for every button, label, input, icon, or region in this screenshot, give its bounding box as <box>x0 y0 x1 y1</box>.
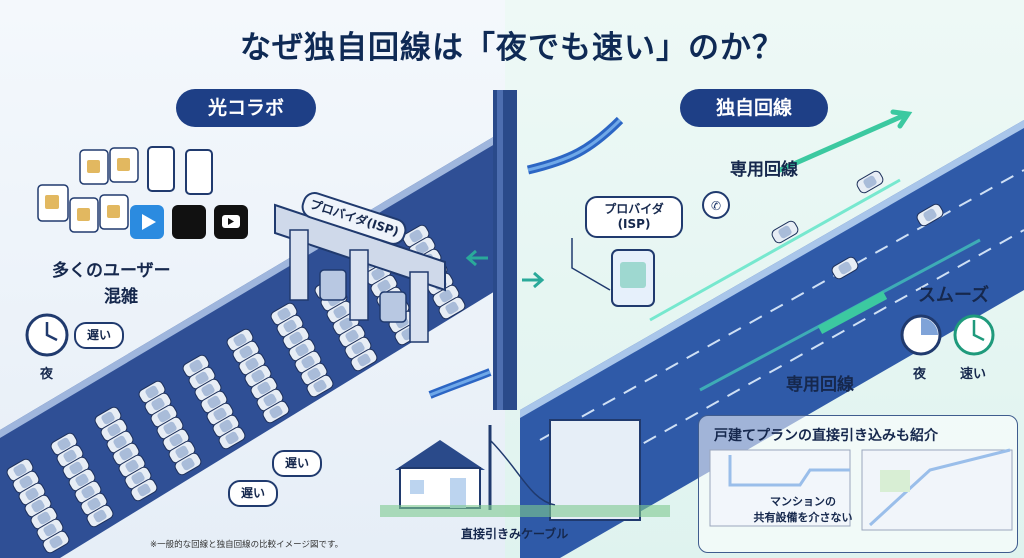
green-arrow-top <box>777 109 913 173</box>
right-car-3 <box>831 256 859 280</box>
car-9 <box>402 224 430 248</box>
car-67 <box>350 348 378 372</box>
slow-bubble-3: 遅い <box>228 480 278 507</box>
mansion-note: マンションの 共有設備を介さない <box>743 494 863 526</box>
swap-arrows <box>465 249 545 289</box>
right-cars <box>771 170 944 280</box>
car-26 <box>282 326 310 350</box>
slow-bubble-2: 遅い <box>272 450 322 477</box>
car-13 <box>144 392 172 416</box>
car-30 <box>24 494 52 518</box>
left-night-label: 夜 <box>40 367 54 382</box>
house-and-building <box>380 419 670 521</box>
svg-text:✆: ✆ <box>711 199 721 213</box>
car-35 <box>244 364 272 388</box>
left-cars <box>6 224 466 554</box>
users-label: 多くのユーザー <box>52 261 171 281</box>
car-6 <box>270 302 298 326</box>
right-night-clock-icon <box>900 314 942 356</box>
car-65 <box>262 400 290 424</box>
right-provider-gate <box>611 249 655 307</box>
car-51 <box>80 492 108 516</box>
car-57 <box>344 336 372 360</box>
provider-bubble-line1: プロバイダ <box>604 202 664 216</box>
green-arrow-bottom <box>817 291 888 334</box>
car-16 <box>276 314 304 338</box>
speed-trail <box>649 178 901 322</box>
provider-bubble-line2: (ISP) <box>617 217 651 231</box>
page-title: なぜ独自回線は「夜でも速い」のか？ <box>240 30 784 66</box>
right-header-pill: 独自回線 <box>680 89 828 127</box>
dedicated-line-top: 専用回線 <box>730 160 798 180</box>
car-64 <box>218 426 246 450</box>
left-header-pill: 光コラボ <box>176 89 316 127</box>
car-66 <box>306 374 334 398</box>
left-clock-icon <box>25 313 69 357</box>
footnote: ※一般的な回線と独自回線の比較イメージ図です。 <box>150 540 344 550</box>
smartphones <box>147 146 213 195</box>
car-62 <box>130 478 158 502</box>
left-road-edge <box>0 130 505 438</box>
right-provider-bubble: プロバイダ (ISP) <box>585 196 683 238</box>
left-slow-bubble: 遅い <box>74 322 124 349</box>
cable-label: 直接引きみケーブル <box>461 527 569 541</box>
car-21 <box>62 456 90 480</box>
car-42 <box>118 454 146 478</box>
right-road <box>520 120 1024 558</box>
divider-pole <box>493 90 517 410</box>
house-plan-panel <box>698 415 1018 553</box>
car-47 <box>338 324 366 348</box>
lane-line <box>539 169 1024 441</box>
car-20 <box>18 482 46 506</box>
car-27 <box>326 300 354 324</box>
car-60 <box>42 530 70 554</box>
fiber-cable-top <box>526 116 624 175</box>
phone-bubble-icon: ✆ <box>702 191 730 219</box>
car-55 <box>256 388 284 412</box>
car-61 <box>86 504 114 528</box>
toll-gate <box>274 203 446 343</box>
sim-cards <box>37 147 139 233</box>
car-63 <box>174 452 202 476</box>
congestion-label: 混雑 <box>104 287 138 307</box>
right-fast-clock-icon <box>953 314 995 356</box>
car-28 <box>370 274 398 298</box>
right-night-label: 夜 <box>913 367 927 382</box>
car-69 <box>438 296 466 320</box>
car-46 <box>294 350 322 374</box>
fiber-cable-bottom <box>428 368 492 399</box>
car-10 <box>12 470 40 494</box>
right-fast-label: 速い <box>960 367 987 382</box>
car-3 <box>138 380 166 404</box>
car-32 <box>112 442 140 466</box>
mansion-line1: マンションの <box>770 495 836 508</box>
dedicated-line-bottom: 専用回線 <box>786 375 854 395</box>
right-car-1 <box>856 170 884 194</box>
smooth-label: スムーズ <box>918 285 990 306</box>
house-plan-title: 戸建てプランの直接引き込みも紹介 <box>714 428 938 444</box>
right-car-0 <box>771 220 799 244</box>
car-50 <box>36 518 64 542</box>
car-31 <box>68 468 96 492</box>
car-25 <box>238 352 266 376</box>
app-icons <box>130 205 248 239</box>
right-car-2 <box>916 203 944 227</box>
car-1 <box>50 432 78 456</box>
mansion-line2: 共有設備を介さない <box>753 511 853 524</box>
